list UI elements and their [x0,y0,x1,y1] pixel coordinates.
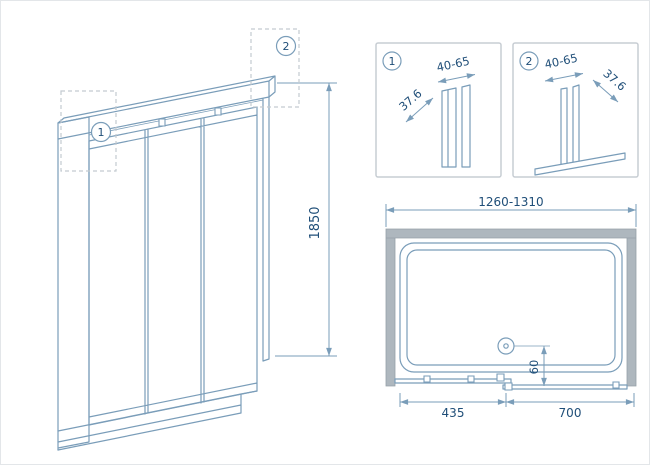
right-wall-profile [262,96,270,362]
detail-2-frame [512,42,639,178]
drain-center-dot [503,343,509,349]
rail-track-line [88,99,264,136]
bottom-extension-lines [399,393,635,407]
door-panel-front [502,384,628,390]
height-extension-lines [275,82,337,357]
top-rail [57,75,276,140]
detail-2-profile-section [534,84,626,176]
detail-1-profile-section [441,84,471,168]
detail-1-callout-number: 1 [389,55,396,68]
detail-2-callout-number: 2 [526,55,533,68]
callout-1-circle [90,121,112,143]
right-panel-dimension-label: 700 [559,406,582,420]
callout-1: 1 [60,90,117,172]
wall-band [385,228,637,387]
base-tray [57,390,258,451]
drain-offset-dimension: 60 [514,345,550,386]
height-dimension-label: 1850 [308,206,323,239]
detail-2-width-dimension-line [544,72,584,83]
detail-view-2: 2 40-65 37.6 [512,42,639,178]
callout-2: 2 [250,28,300,108]
plan-bottom-dimensions: 435 700 [399,393,635,420]
detail-view-1: 1 40-65 37.6 [375,42,502,178]
left-wall-profile [57,116,90,451]
detail-2-width-label: 40-65 [543,51,579,72]
callout-2-number: 2 [283,40,290,53]
isometric-view: 1850 1 2 [57,28,337,451]
plan-view: 1260-1310 60 435 700 [385,195,637,420]
detail-1-depth-dimension-line [405,97,434,123]
plan-width-dimension: 1260-1310 [385,195,637,227]
drain-offset-label: 60 [527,360,541,375]
detail-1-callout-circle [382,51,402,71]
detail-1-width-label: 40-65 [435,54,471,75]
callout-2-circle [275,35,297,57]
callout-2-dashed-box [250,28,300,108]
left-panel-dimension-label: 435 [442,406,465,420]
glass-panels [88,106,258,426]
callout-1-dashed-box [60,90,117,172]
door-panel-back [394,378,512,384]
sliding-door-assembly [394,373,628,391]
detail-2-callout-circle [519,51,539,71]
shower-tray-outer [399,242,623,373]
door-rollers [423,373,620,391]
callout-1-number: 1 [98,126,105,139]
shower-tray-inner [406,249,616,366]
height-dimension: 1850 [275,82,337,357]
detail-2-depth-dimension-line [592,79,619,103]
detail-1-width-dimension-line [437,73,476,84]
plan-width-label: 1260-1310 [478,195,543,209]
drain-circle [497,337,515,355]
